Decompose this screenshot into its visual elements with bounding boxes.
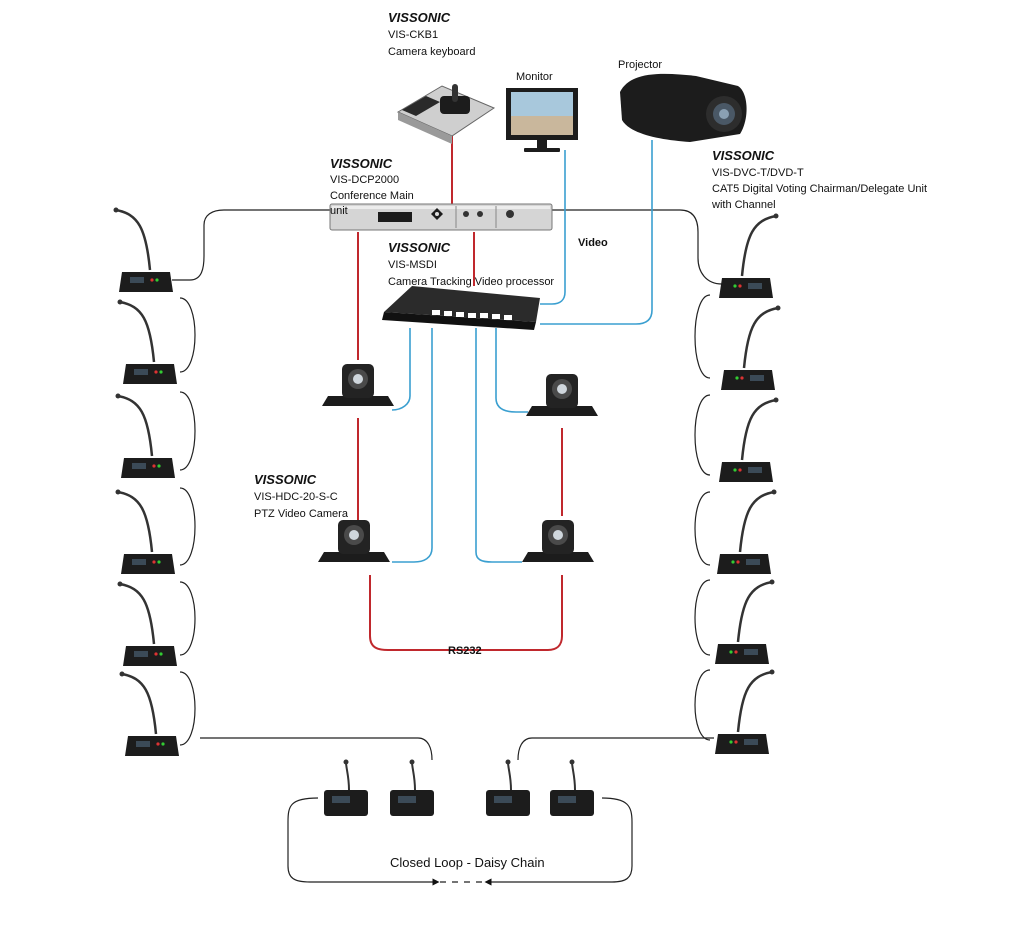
- svg-text:VISSONIC: VISSONIC: [330, 156, 393, 171]
- closed-loop-left: [287, 797, 440, 886]
- svg-text:with Channel: with Channel: [711, 199, 776, 211]
- closed-loop-right: [484, 797, 633, 886]
- cat5-to-table-left: [200, 737, 433, 761]
- svg-text:VIS-CKB1: VIS-CKB1: [388, 29, 438, 41]
- ptz-camera-2: [318, 520, 390, 562]
- delegate-unit-right-6: [715, 670, 775, 755]
- delegate-unit-left-2: [116, 298, 179, 386]
- projector: [620, 73, 747, 142]
- rs232-label: RS232: [448, 645, 482, 657]
- delegate-unit-right-3: [719, 398, 779, 483]
- ptz-camera-1: [322, 364, 394, 406]
- camera-tracking-video-processor: [382, 286, 540, 330]
- delegate-unit-left-3: [114, 392, 177, 480]
- svg-text:VISSONIC: VISSONIC: [254, 472, 317, 487]
- video-line-monitor: [540, 150, 566, 305]
- keyboard-label: VISSONIC VIS-CKB1 Camera keyboard: [388, 10, 475, 58]
- ptz-camera-label: VISSONIC VIS-HDC-20-S-C PTZ Video Camera: [254, 472, 349, 520]
- svg-text:Camera keyboard: Camera keyboard: [388, 46, 475, 58]
- ptz-camera-4: [522, 520, 594, 562]
- table-unit-4: [549, 758, 595, 817]
- svg-text:CAT5 Digital Voting Chairman/D: CAT5 Digital Voting Chairman/Delegate Un…: [712, 183, 927, 195]
- delegate-unit-left-6: [118, 670, 181, 758]
- ptz-camera-3: [526, 374, 598, 416]
- video-line-cam2: [392, 328, 433, 563]
- delegate-unit-left-1: [112, 206, 175, 294]
- delegate-unit-left-4: [114, 488, 177, 576]
- closed-loop-label: Closed Loop - Daisy Chain: [390, 855, 545, 870]
- cat5-loop-left: [179, 297, 196, 746]
- main-unit-label: VISSONIC VIS-DCP2000 Conference Main uni…: [330, 156, 414, 217]
- cat5-to-table-right: [517, 737, 714, 761]
- svg-text:VIS-HDC-20-S-C: VIS-HDC-20-S-C: [254, 491, 338, 503]
- svg-text:VISSONIC: VISSONIC: [712, 148, 775, 163]
- svg-text:Camera Tracking Video processo: Camera Tracking Video processor: [388, 276, 554, 288]
- delegate-unit-right-2: [721, 306, 781, 391]
- table-unit-2: [389, 758, 435, 817]
- svg-text:PTZ Video Camera: PTZ Video Camera: [254, 508, 349, 520]
- processor-label: VISSONIC VIS-MSDI Camera Tracking Video …: [388, 240, 554, 288]
- svg-text:Conference Main: Conference Main: [330, 190, 414, 202]
- cat5-link-right: [548, 209, 723, 285]
- video-link-label: Video: [578, 237, 608, 249]
- video-line-cam1: [391, 328, 411, 411]
- delegate-unit-left-5: [116, 580, 179, 668]
- monitor: [506, 88, 578, 152]
- video-line-cam4: [475, 328, 522, 563]
- svg-text:VIS-DVC-T/DVD-T: VIS-DVC-T/DVD-T: [712, 167, 804, 179]
- svg-text:VIS-MSDI: VIS-MSDI: [388, 259, 437, 271]
- table-unit-3: [485, 758, 531, 817]
- table-unit-1: [323, 758, 369, 817]
- delegate-unit-label: VISSONIC VIS-DVC-T/DVD-T CAT5 Digital Vo…: [711, 148, 927, 211]
- svg-text:VIS-DCP2000: VIS-DCP2000: [330, 174, 399, 186]
- camera-keyboard: [396, 84, 496, 144]
- svg-text:VISSONIC: VISSONIC: [388, 240, 451, 255]
- cat5-link-left: [172, 209, 330, 281]
- svg-text:unit: unit: [330, 205, 348, 217]
- conference-main-unit: [329, 203, 553, 231]
- video-line-projector: [540, 140, 653, 325]
- monitor-label: Monitor: [516, 71, 553, 83]
- projector-label: Projector: [618, 59, 662, 71]
- cat5-loop-right: [694, 294, 711, 741]
- delegate-unit-right-4: [717, 490, 777, 575]
- delegate-unit-right-1: [719, 214, 779, 299]
- svg-text:VISSONIC: VISSONIC: [388, 10, 451, 25]
- rs232-line: [369, 575, 563, 651]
- delegate-unit-right-5: [715, 580, 775, 665]
- video-line-cam3: [495, 328, 528, 413]
